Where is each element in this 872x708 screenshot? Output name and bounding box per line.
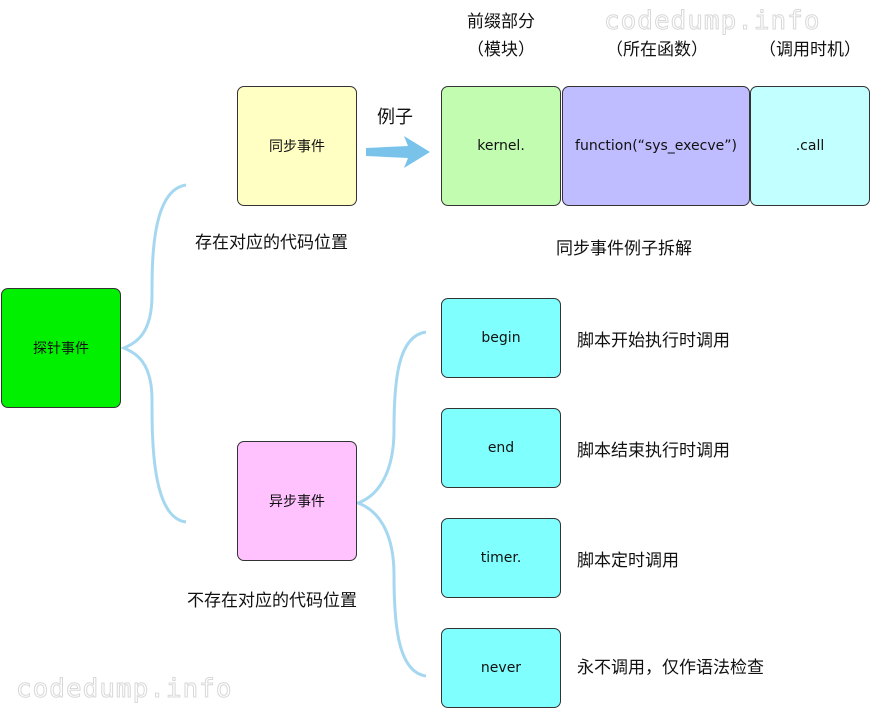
async-event-node: 异步事件 — [237, 441, 357, 561]
async-brace — [353, 330, 427, 678]
sync-event-node: 同步事件 — [237, 86, 357, 206]
async-event-label: 异步事件 — [269, 494, 325, 510]
header-function: （所在函数） — [562, 36, 752, 64]
header-function-line2: （所在函数） — [606, 40, 708, 60]
example-arrow — [366, 136, 430, 168]
example-part-function-text: function(“sys_execve”) — [575, 138, 737, 154]
root-node-probe-event: 探针事件 — [1, 288, 121, 408]
event-name-timer: timer. — [480, 550, 522, 566]
root-node-label: 探针事件 — [33, 341, 89, 357]
root-brace — [120, 183, 187, 524]
event-name-never: never — [480, 660, 522, 676]
example-part-module: kernel. — [441, 86, 561, 206]
async-event-note: 不存在对应的代码位置 — [187, 591, 357, 611]
event-node-timer: timer. — [441, 518, 561, 598]
event-name-end: end — [487, 440, 515, 456]
header-timing-line2: （调用时机） — [759, 40, 861, 60]
header-prefix-line1: 前缀部分 — [467, 12, 535, 32]
header-prefix: 前缀部分 （模块） — [441, 8, 561, 64]
event-desc-end: 脚本结束执行时调用 — [577, 441, 730, 461]
event-node-never: never — [441, 628, 561, 708]
example-part-timing-text: .call — [795, 138, 825, 154]
example-part-timing: .call — [750, 86, 870, 206]
watermark-bottom: codedump.info — [16, 674, 233, 705]
header-timing: （调用时机） — [750, 36, 870, 64]
event-desc-never: 永不调用，仅作语法检查 — [577, 658, 764, 678]
example-caption: 同步事件例子拆解 — [556, 239, 692, 259]
event-name-begin: begin — [481, 330, 521, 346]
event-node-begin: begin — [441, 298, 561, 378]
watermark-top: codedump.info — [604, 6, 821, 37]
event-node-end: end — [441, 408, 561, 488]
example-part-function: function(“sys_execve”) — [562, 86, 750, 206]
sync-event-label: 同步事件 — [269, 139, 325, 155]
event-desc-timer: 脚本定时调用 — [577, 551, 679, 571]
header-prefix-line2: （模块） — [467, 40, 535, 60]
event-desc-begin: 脚本开始执行时调用 — [577, 331, 730, 351]
sync-event-note: 存在对应的代码位置 — [195, 233, 348, 253]
example-part-module-text: kernel. — [477, 138, 525, 154]
example-label: 例子 — [377, 107, 413, 128]
